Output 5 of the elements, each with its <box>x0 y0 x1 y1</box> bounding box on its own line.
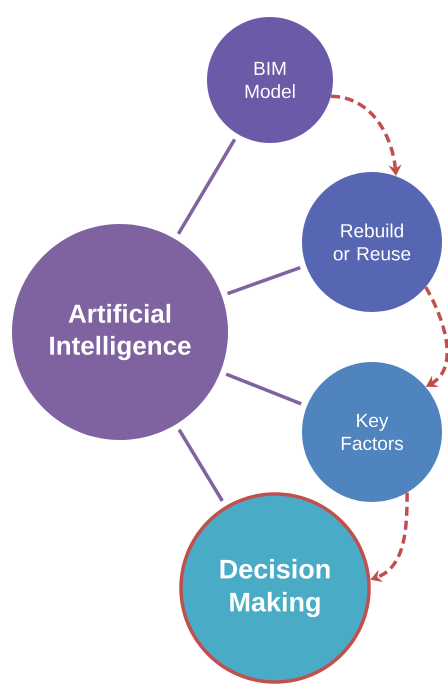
connector-line <box>176 138 236 235</box>
connector-line <box>226 372 302 406</box>
connector-line <box>226 266 301 296</box>
dashed-arrow <box>424 286 448 388</box>
connector-line <box>178 428 224 502</box>
